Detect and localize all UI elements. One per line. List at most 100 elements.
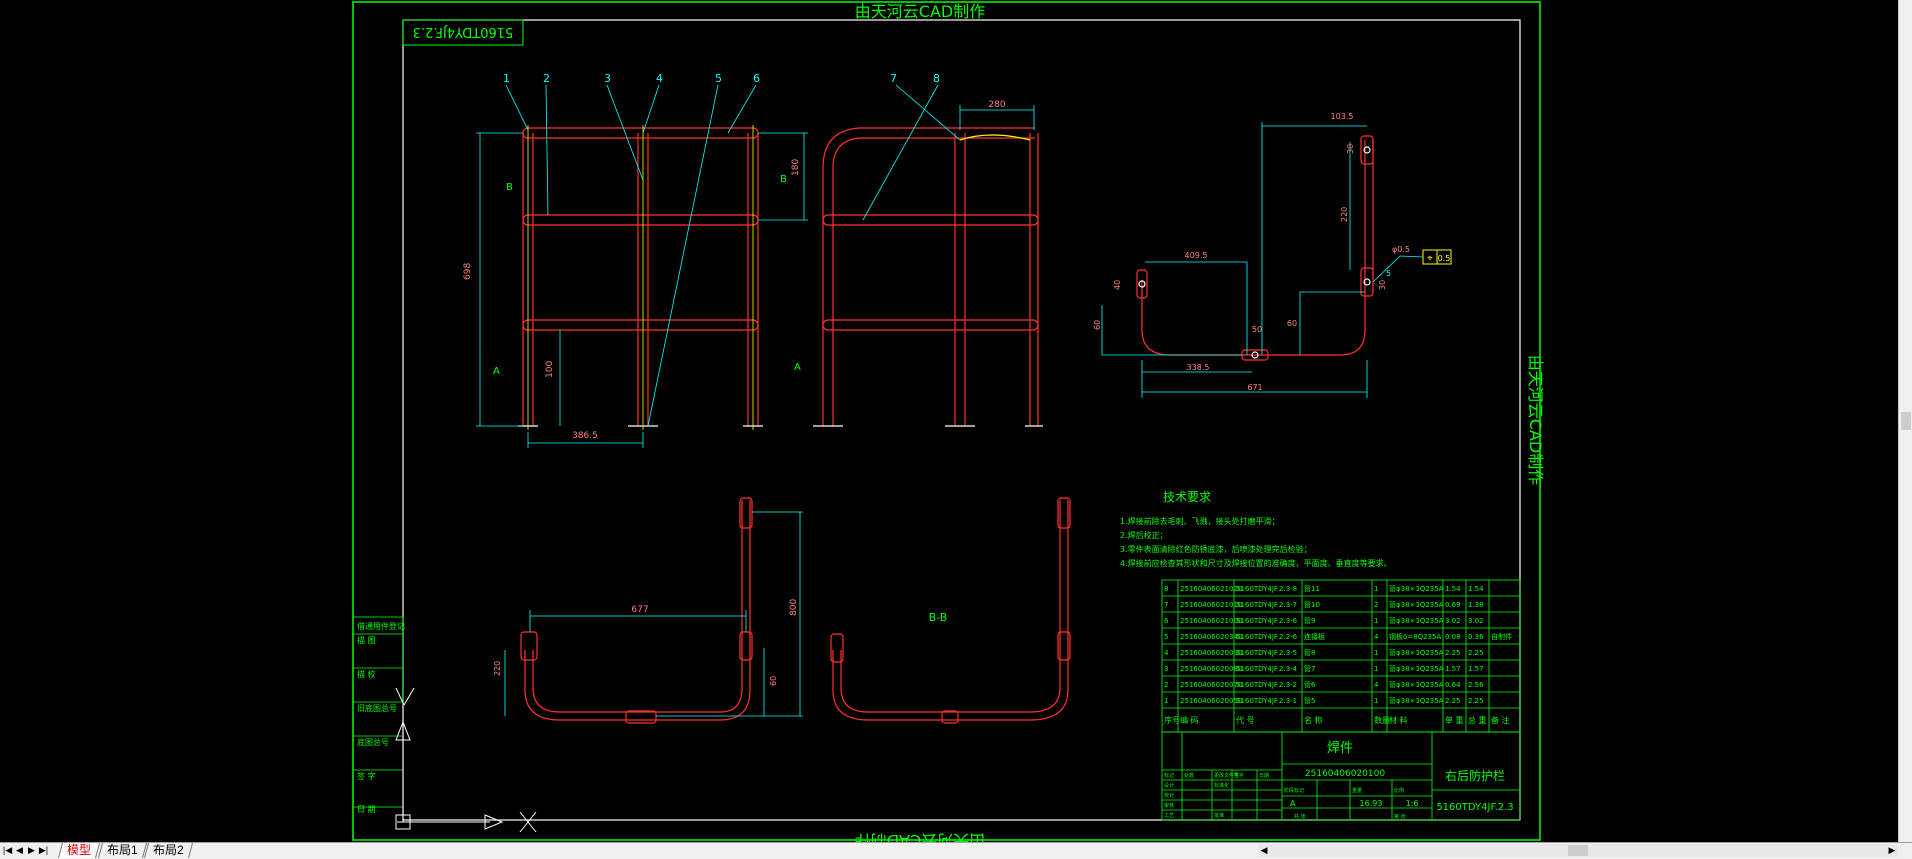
bom-cell: 25160406021010 — [1180, 601, 1242, 609]
side-register-label: 底图总号 — [357, 737, 389, 747]
bottom-right-view[interactable] — [830, 497, 1071, 724]
svg-text:1.焊接前除去毛刺、飞溅，接头处打磨平滑；: 1.焊接前除去毛刺、飞溅，接头处打磨平滑； — [1120, 516, 1280, 526]
bom-cell: 25160406020340 — [1180, 633, 1242, 641]
dim-800: 800 — [789, 599, 799, 616]
bom-cell: 管φ38×3Q235A — [1389, 664, 1444, 673]
bom-cell: 25160406020090 — [1180, 649, 1242, 657]
top-view[interactable] — [1136, 135, 1374, 361]
bom-cell: 5160TDY4JF.2.3-4 — [1236, 665, 1298, 673]
svg-text:4: 4 — [656, 72, 663, 85]
dim-60-bl: 60 — [769, 676, 778, 686]
svg-text:60: 60 — [1287, 319, 1297, 328]
svg-text:4.焊接前应检查其形状和尺寸及焊接位置的准确度，平面度、垂直: 4.焊接前应检查其形状和尺寸及焊接位置的准确度，平面度、垂直度等要求。 — [1120, 558, 1392, 568]
bom-cell: 管5 — [1304, 696, 1315, 705]
bom-header: 单 重 — [1445, 715, 1464, 725]
bom-cell: 0.08 — [1445, 633, 1461, 641]
scroll-right-icon[interactable]: ▶ — [1888, 845, 1896, 855]
title-block-label: 标准化 — [1214, 782, 1229, 789]
horizontal-scrollbar-thumb[interactable] — [1568, 845, 1588, 856]
svg-text:0.5: 0.5 — [1438, 254, 1451, 263]
bom-cell: 1.57 — [1445, 665, 1461, 673]
bom-cell: 4 — [1164, 649, 1169, 657]
section-mark-b-left: B — [506, 182, 513, 193]
bom-cell: 5 — [1164, 633, 1168, 641]
bom-cell: 8 — [1164, 585, 1168, 593]
tab-layout2[interactable]: 布局2 — [143, 843, 193, 858]
last-page-icon[interactable]: ▶| — [38, 845, 49, 855]
bom-header: 数量 — [1374, 715, 1390, 725]
svg-text:7: 7 — [890, 72, 897, 85]
dim-3865: 386.5 — [572, 431, 598, 441]
bom-cell: 0.69 — [1445, 601, 1461, 609]
bom-cell: 5160TDY4JF.2.3-6 — [1236, 617, 1298, 625]
bom-cell: 5160TDY4JF.2.3-7 — [1236, 601, 1297, 609]
svg-text:φ0.5: φ0.5 — [1392, 245, 1410, 254]
bom-cell: 1 — [1374, 665, 1378, 673]
side-register-table — [352, 616, 404, 808]
svg-text:40: 40 — [1113, 280, 1122, 290]
bom-cell: 25160406021000 — [1180, 617, 1242, 625]
title-stage: A — [1290, 799, 1296, 808]
prev-page-icon[interactable]: ◀ — [16, 845, 23, 855]
bom-cell: 3.02 — [1468, 617, 1484, 625]
tab-layout1[interactable]: 布局1 — [97, 843, 147, 858]
svg-text:30: 30 — [1378, 280, 1387, 290]
tab-model[interactable]: 模型 — [57, 843, 101, 858]
bom-cell: 1 — [1374, 697, 1378, 705]
bom-cell: 管φ38×3Q235A — [1389, 696, 1444, 705]
section-mark-a-right: A — [794, 362, 801, 373]
title-type: 焊件 — [1327, 740, 1353, 756]
svg-text:30: 30 — [1346, 144, 1355, 154]
bom-cell: 0.64 — [1445, 681, 1461, 689]
front-view-dimensions — [476, 84, 808, 448]
bom-cell: 5160TDY4JF.2.3-5 — [1236, 649, 1297, 657]
cad-drawing[interactable]: 由天河云CAD制作 由天河云CAD制作 由天河云CAD制作 5160TDY4JF… — [0, 0, 1898, 842]
side-view[interactable] — [813, 127, 1043, 427]
technical-requirements: 技术要求 1.焊接前除去毛刺、飞溅，接头处打磨平滑； 2.焊后校正； 3.零件表… — [1120, 490, 1392, 568]
bom-cell: 25160406020080 — [1180, 665, 1242, 673]
title-block-label: 日期 — [1259, 773, 1269, 779]
title-block-label: 比例 — [1394, 787, 1404, 794]
bom-cell: 钢板δ=8Q235A — [1389, 632, 1441, 641]
svg-text:2: 2 — [543, 72, 550, 85]
title-block-label: 签字 — [1234, 772, 1244, 779]
section-mark-a-left: A — [493, 366, 500, 377]
bom-cell: 1 — [1164, 697, 1168, 705]
horizontal-scrollbar[interactable]: ◀ ▶ — [1258, 844, 1898, 857]
svg-text:技术要求: 技术要求 — [1163, 490, 1211, 504]
bom-cell: 2.56 — [1468, 681, 1484, 689]
section-title-bb: B-B — [929, 611, 948, 624]
dim-100: 100 — [545, 361, 555, 378]
bom-header: 总 重 — [1468, 715, 1487, 725]
title-scale: 1:6 — [1406, 799, 1419, 808]
top-view-dimensions — [1101, 122, 1368, 398]
bom-header: 代 号 — [1236, 715, 1255, 725]
bom-cell: 管φ38×3Q235A — [1389, 648, 1444, 657]
side-register-label: 旧底图总号 — [357, 703, 397, 713]
svg-text:3.零件表面清除红色防锈底漆，后喷漆处理完后检验；: 3.零件表面清除红色防锈底漆，后喷漆处理完后检验； — [1120, 544, 1312, 554]
vertical-scrollbar[interactable] — [1898, 0, 1912, 842]
bom-cell: 3 — [1164, 665, 1168, 673]
first-page-icon[interactable]: |◀ — [2, 845, 13, 855]
title-block-label: 工艺 — [1164, 813, 1174, 819]
svg-text:671: 671 — [1247, 383, 1262, 392]
part-balloons-side: 7 8 — [890, 72, 940, 85]
bom-header: 材 料 — [1389, 715, 1408, 725]
dim-677: 677 — [631, 605, 648, 615]
bom-cell: 1 — [1374, 617, 1378, 625]
cad-model-space[interactable]: 由天河云CAD制作 由天河云CAD制作 由天河云CAD制作 5160TDY4JF… — [0, 0, 1898, 842]
dim-698: 698 — [463, 263, 473, 280]
dim-220-bl: 220 — [493, 661, 502, 676]
bom-cell: 2.25 — [1445, 649, 1461, 657]
bom-cell: 7 — [1164, 601, 1168, 609]
side-view-dimensions — [862, 84, 1035, 221]
bottom-left-view[interactable] — [520, 497, 753, 724]
next-page-icon[interactable]: ▶ — [28, 845, 35, 855]
bom-cell: 6 — [1164, 617, 1169, 625]
watermark-top: 由天河云CAD制作 — [855, 2, 985, 21]
vertical-scrollbar-thumb[interactable] — [1901, 412, 1911, 430]
bom-cell: 自制件 — [1491, 632, 1512, 641]
bom-cell: 2.25 — [1445, 697, 1461, 705]
mirrored-number-box — [402, 19, 524, 46]
scroll-left-icon[interactable]: ◀ — [1260, 845, 1268, 855]
